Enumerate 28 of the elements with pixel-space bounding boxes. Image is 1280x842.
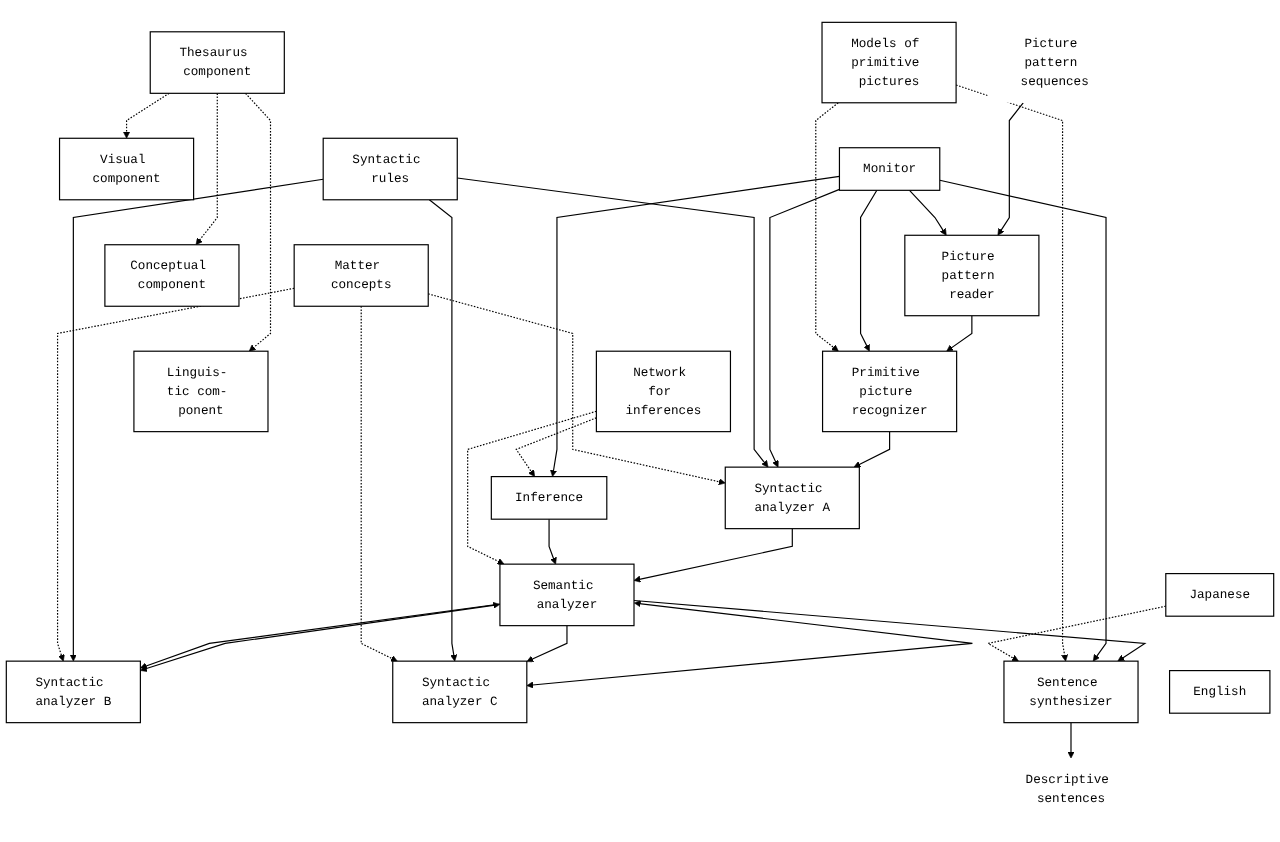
- arrow: [360, 305, 398, 662]
- arrow: [853, 431, 891, 468]
- arrow: [123, 92, 170, 139]
- arrow: [427, 293, 726, 486]
- arrow: [548, 518, 557, 565]
- arrow: [633, 528, 793, 583]
- arrow: [769, 188, 841, 468]
- arrow: [550, 175, 841, 477]
- arrow: [946, 315, 973, 352]
- arrow: [1067, 722, 1075, 759]
- arrow: [428, 199, 458, 662]
- arrow: [57, 287, 295, 662]
- arrow: [986, 605, 1167, 662]
- arrow: [526, 625, 568, 663]
- arrow: [244, 92, 272, 352]
- arrow: [633, 599, 1147, 662]
- arrow: [815, 102, 839, 352]
- arrow: [69, 178, 324, 662]
- arrow: [195, 92, 218, 246]
- arrow: [526, 600, 973, 689]
- arrow: [456, 177, 769, 468]
- arrow: [939, 179, 1107, 662]
- arrow: [955, 84, 1068, 662]
- arrow: [908, 189, 947, 236]
- arrow: [997, 102, 1024, 236]
- arrow: [860, 189, 878, 352]
- arrow: [467, 410, 597, 565]
- arrow: [515, 417, 597, 477]
